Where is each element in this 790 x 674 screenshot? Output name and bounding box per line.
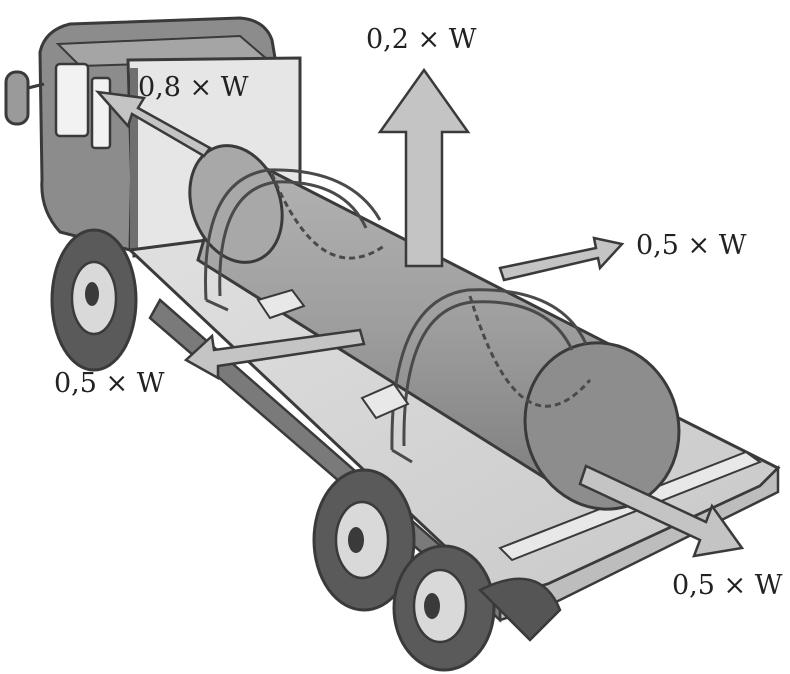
sideways-right-force-arrow bbox=[498, 236, 625, 282]
rearward-force-label: 0,5 × W bbox=[672, 570, 783, 601]
sideways-right-force-label: 0,5 × W bbox=[636, 230, 747, 261]
lashing-straps bbox=[204, 168, 592, 464]
front-wheel-icon bbox=[50, 228, 138, 372]
upward-force-label: 0,2 × W bbox=[366, 24, 477, 55]
rear-wheel-icon bbox=[312, 468, 562, 672]
forward-force-label: 0,8 × W bbox=[138, 72, 249, 103]
upward-force-arrow bbox=[377, 67, 471, 268]
rearward-force-arrow bbox=[578, 464, 745, 558]
mudguard bbox=[477, 577, 562, 642]
sideways-left-force-label: 0,5 × W bbox=[54, 368, 165, 399]
force-arrow-icon bbox=[94, 67, 745, 558]
forward-force-arrow bbox=[94, 90, 212, 158]
sideways-left-force-arrow bbox=[183, 328, 366, 381]
wooden-chock bbox=[256, 288, 410, 420]
cab-window-icon bbox=[54, 62, 90, 138]
mirror-icon bbox=[4, 70, 30, 126]
